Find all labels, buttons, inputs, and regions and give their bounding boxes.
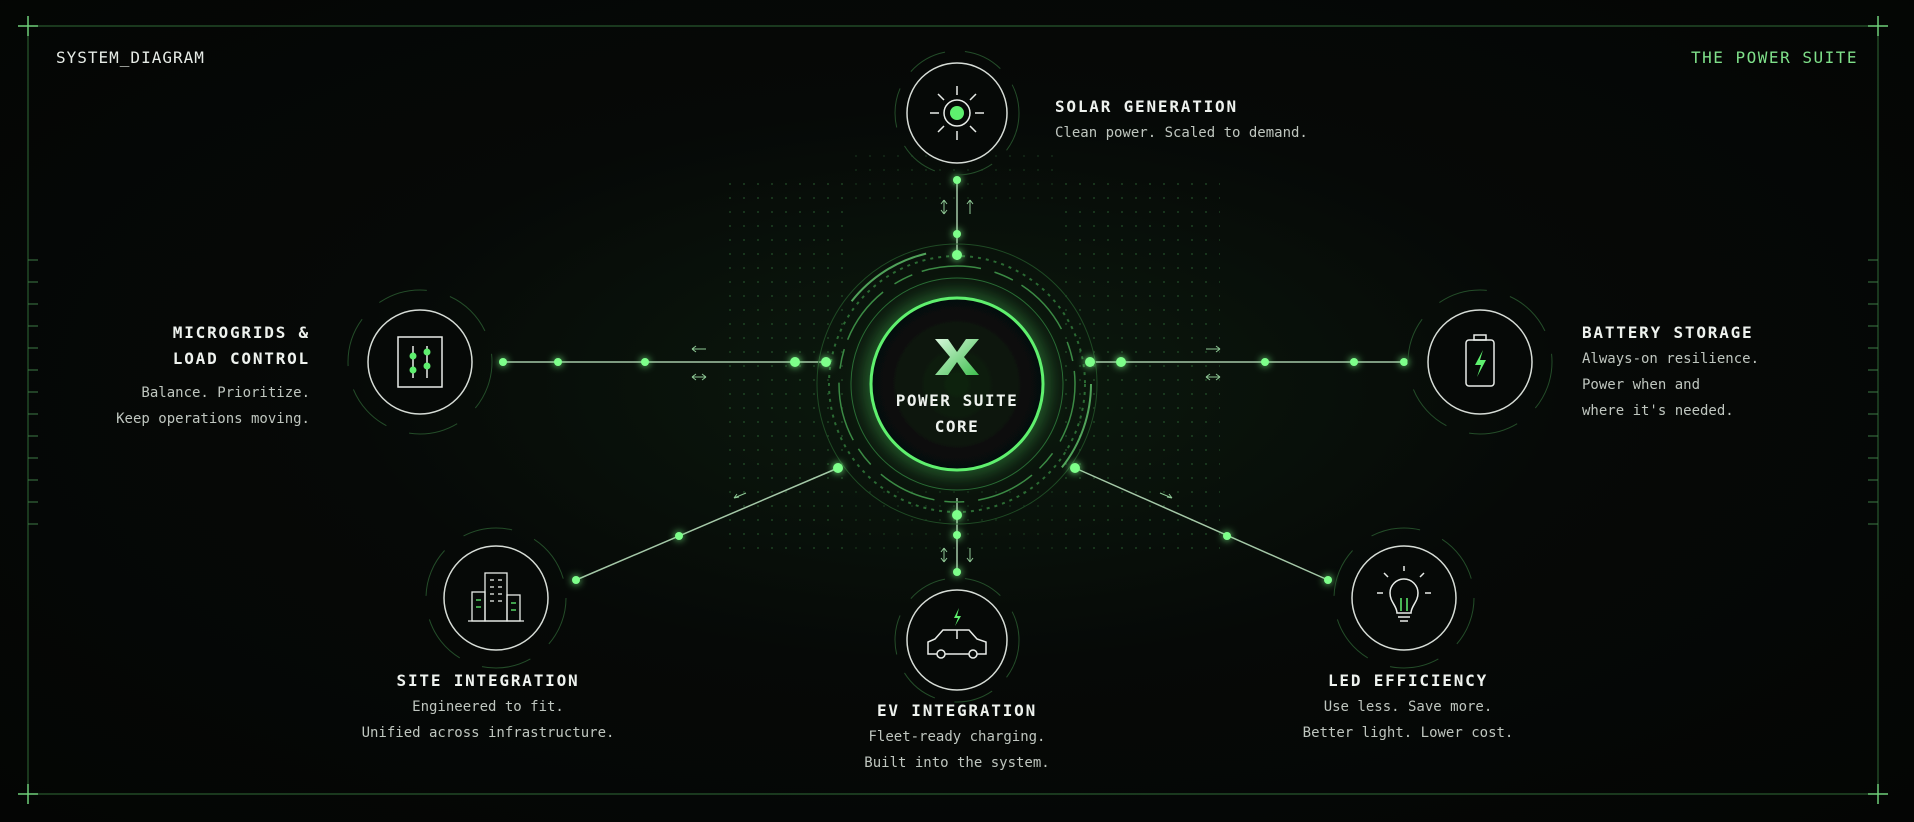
microgrids-desc-line1: Balance. Prioritize.	[141, 385, 310, 401]
led-text: LED EFFICIENCY Use less. Save more. Bett…	[1258, 668, 1558, 746]
ev-node[interactable]	[894, 577, 1020, 703]
core-label: POWER SUITE CORE	[877, 388, 1037, 440]
ev-desc-line1: Fleet-ready charging.	[868, 729, 1046, 745]
site-desc-line1: Engineered to fit.	[412, 699, 564, 715]
core-logo	[935, 339, 979, 375]
battery-node[interactable]	[1407, 289, 1553, 435]
ruler-ticks	[28, 259, 1878, 525]
sun-icon	[930, 86, 984, 140]
site-node[interactable]	[425, 527, 567, 669]
buildings-icon	[468, 572, 524, 622]
car-icon	[927, 608, 987, 659]
battery-desc-line3: where it's needed.	[1582, 403, 1734, 419]
core-circle[interactable]	[869, 296, 1045, 472]
site-desc-line2: Unified across infrastructure.	[361, 725, 615, 741]
ev-desc-line2: Built into the system.	[864, 755, 1050, 771]
solar-node[interactable]	[894, 50, 1020, 176]
led-desc-line2: Better light. Lower cost.	[1302, 725, 1514, 741]
diagram-type-label: SYSTEM_DIAGRAM	[56, 48, 205, 67]
led-title: LED EFFICIENCY	[1327, 671, 1489, 690]
ev-text: EV INTEGRATION Fleet-ready charging. Bui…	[807, 698, 1107, 776]
solar-title: SOLAR GENERATION	[1055, 97, 1238, 116]
led-node[interactable]	[1333, 527, 1475, 669]
battery-text: BATTERY STORAGE Always-on resilience. Po…	[1582, 320, 1759, 424]
battery-desc-line1: Always-on resilience.	[1582, 351, 1760, 367]
junction-dots	[499, 176, 1408, 584]
core-label-line1: POWER SUITE	[895, 391, 1019, 410]
solar-desc: Clean power. Scaled to demand.	[1055, 125, 1308, 141]
microgrids-title-line2: LOAD CONTROL	[172, 349, 310, 368]
sliders-icon	[397, 336, 443, 388]
battery-title: BATTERY STORAGE	[1582, 323, 1754, 342]
solar-text: SOLAR GENERATION Clean power. Scaled to …	[1055, 94, 1308, 146]
core-label-line2: CORE	[934, 417, 980, 436]
ev-title: EV INTEGRATION	[876, 701, 1038, 720]
flow-arrows	[691, 199, 1221, 563]
microgrids-text: MICROGRIDS & LOAD CONTROL Balance. Prior…	[116, 320, 310, 432]
lightbulb-icon	[1377, 566, 1431, 622]
suite-title: THE POWER SUITE	[1691, 48, 1858, 67]
microgrids-node[interactable]	[347, 289, 493, 435]
microgrids-title-line1: MICROGRIDS &	[172, 323, 310, 342]
microgrids-desc-line2: Keep operations moving.	[116, 411, 310, 427]
led-desc-line1: Use less. Save more.	[1323, 699, 1493, 715]
frame	[27, 25, 1886, 795]
corner-crosshairs	[18, 16, 1888, 804]
battery-icon	[1465, 334, 1495, 387]
site-title: SITE INTEGRATION	[396, 671, 580, 690]
battery-desc-line2: Power when and	[1582, 377, 1701, 393]
site-text: SITE INTEGRATION Engineered to fit. Unif…	[338, 668, 638, 746]
